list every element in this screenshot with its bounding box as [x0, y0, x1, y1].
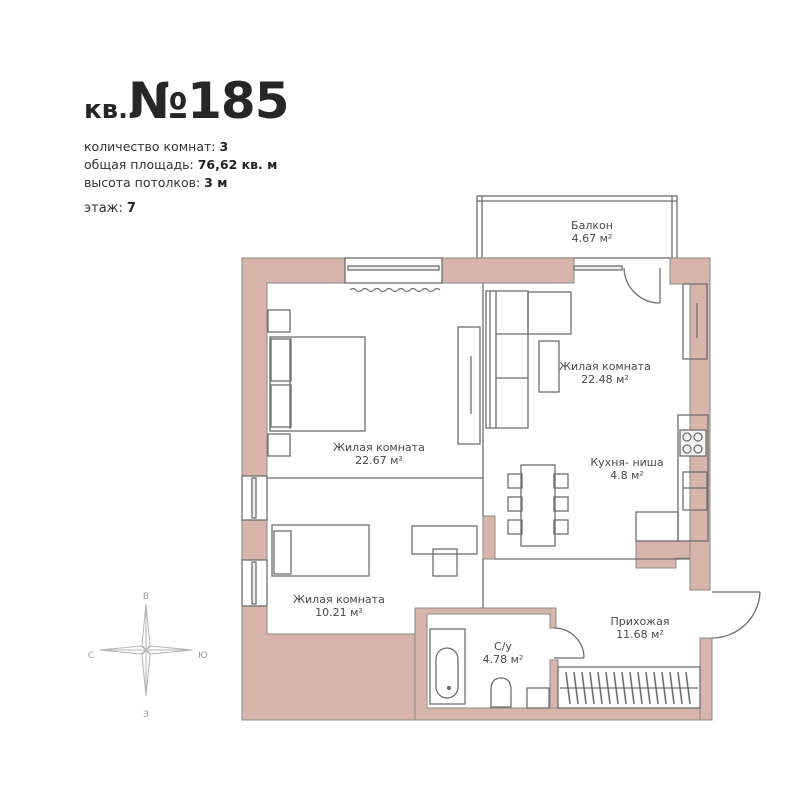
- wardrobe-bedroom: [457, 326, 481, 445]
- dining-table: [507, 464, 569, 547]
- info-height: высота потолков: 3 м: [84, 175, 228, 190]
- info-floor: этаж: 7: [84, 201, 136, 216]
- compass-west: С: [87, 651, 95, 661]
- window-left-1: [241, 475, 268, 521]
- compass-rose: [99, 603, 193, 697]
- window-top-bedroom: [344, 257, 443, 293]
- apartment-title: кв. №185: [84, 72, 290, 130]
- room-label-balcony: Балкон 4.67 м²: [571, 219, 613, 245]
- bathtub: [429, 628, 466, 705]
- desk: [411, 525, 478, 577]
- sofa: [485, 290, 572, 429]
- balcony-outline: [476, 195, 678, 259]
- room-label-bedroom-small: Жилая комната 10.21 м²: [293, 593, 385, 619]
- entrance-door: [711, 591, 761, 639]
- apartment-info: количество комнат: 3 общая площадь: 76,6…: [84, 138, 277, 218]
- room-label-kitchen: Кухня- ниша 4.8 м²: [590, 456, 664, 482]
- room-label-bedroom-large: Жилая комната 22.67 м²: [333, 441, 425, 467]
- wardrobe-living: [682, 283, 708, 360]
- coffee-table: [538, 340, 560, 393]
- single-bed: [271, 524, 370, 577]
- compass-south: З: [143, 710, 149, 720]
- toilet: [490, 677, 512, 708]
- room-label-living-room: Жилая комната 22.48 м²: [559, 360, 651, 386]
- apartment-number: №185: [127, 72, 290, 130]
- apartment-prefix: кв.: [84, 95, 128, 125]
- bathroom-door: [553, 627, 585, 659]
- room-label-bathroom: С/у 4.78 м²: [482, 640, 524, 666]
- info-area: общая площадь: 76,62 кв. м: [84, 157, 278, 172]
- compass-north: В: [142, 592, 150, 602]
- sink: [526, 687, 550, 709]
- balcony-window: [573, 265, 661, 304]
- info-rooms: количество комнат: 3: [84, 139, 229, 154]
- window-left-2: [241, 559, 268, 607]
- double-bed: [267, 309, 366, 457]
- compass-east: Ю: [198, 651, 208, 661]
- room-label-hallway: Прихожая 11.68 м²: [610, 615, 670, 641]
- hall-wardrobe: [557, 666, 701, 709]
- kitchen-counter: [635, 414, 709, 542]
